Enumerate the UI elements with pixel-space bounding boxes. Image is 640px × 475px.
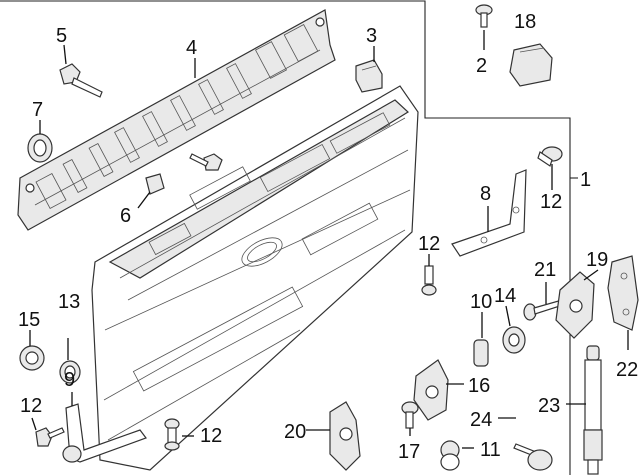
callout-23: 23 [538,395,560,417]
callout-20: 20 [284,421,306,443]
callout-6: 6 [120,205,131,227]
part-9-hinge [62,403,147,463]
callout-2: 2 [476,55,487,77]
panel-screw [189,153,223,171]
part-12-bolt-lower [164,418,180,451]
callout-8: 8 [480,183,491,205]
part-8-hinge-bracket [451,169,527,257]
part-12-bolt-left [35,427,65,447]
callout-9: 9 [64,369,75,391]
part-18-bracket [509,43,553,87]
callout-17: 17 [398,441,420,463]
part-16-bracket [413,359,449,421]
callout-19: 19 [586,249,608,271]
part-1-tailgate-panel [91,85,419,471]
callout-4: 4 [186,37,197,59]
callouts: 5 4 3 2 18 7 6 1 12 8 12 21 19 10 14 22 … [18,11,638,463]
callout-16: 16 [468,375,490,397]
callout-21: 21 [534,259,556,281]
part-7-grommet [27,133,53,163]
callout-12-left: 12 [20,395,42,417]
diagram-frame [0,0,578,475]
part-11-nut [440,440,460,471]
part-19-hinge [555,271,595,339]
callout-15: 15 [18,309,40,331]
part-21-pin [523,299,564,321]
callout-11: 11 [480,439,501,461]
callout-3: 3 [366,25,377,47]
part-5-screw [59,63,103,98]
callout-10: 10 [470,291,492,313]
part-10-bushing [473,339,489,367]
callout-18: 18 [514,11,536,33]
part-15-cap [19,345,45,371]
part-4-upper-panel [17,9,336,231]
callout-12-middle: 12 [418,233,440,255]
leader-lines [29,30,629,449]
part-12-bolt-middle [421,265,437,296]
callout-12-lower: 12 [200,425,222,447]
part-22-plate [607,255,639,331]
callout-14: 14 [494,285,516,307]
part-23-support-strut [583,345,603,475]
part-24-pivot-stud [513,443,553,471]
callout-12-upper: 12 [540,191,562,213]
part-20-striker-plate [329,401,361,471]
part-12-bolt-upper [537,146,563,167]
part-6-clip [145,173,165,195]
callout-5: 5 [56,25,67,47]
callout-24: 24 [470,409,492,431]
part-3-clip [355,59,383,93]
callout-7: 7 [32,99,43,121]
part-13-washer [59,360,81,384]
part-14-pivot [502,326,526,354]
callout-1: 1 [580,169,591,191]
callout-13: 13 [58,291,80,313]
part-17-bolt [401,401,419,429]
part-2-bolt [475,4,493,28]
callout-22: 22 [616,359,638,381]
